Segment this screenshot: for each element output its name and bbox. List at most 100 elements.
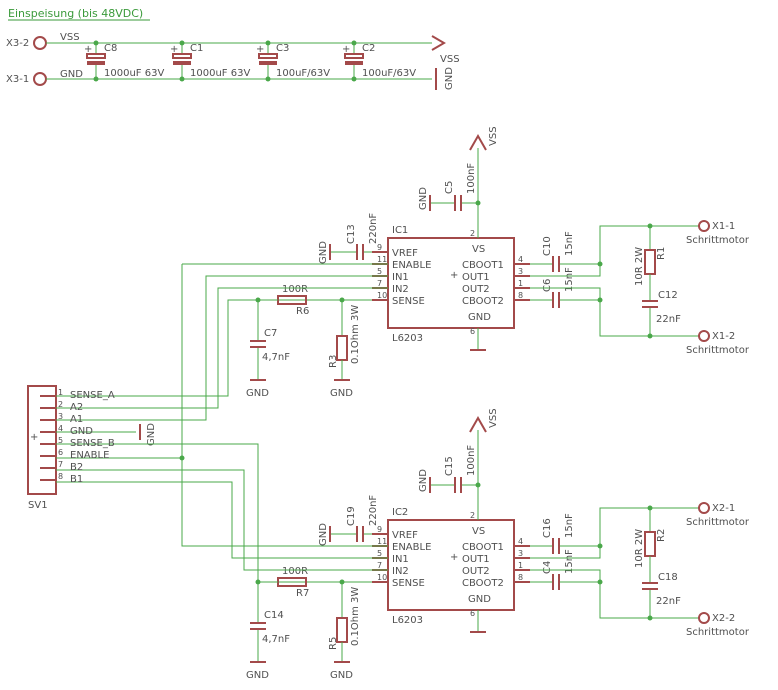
c-sense-value: 4,7nF: [262, 352, 290, 363]
header-pin-label: A2: [70, 402, 83, 413]
svg-text:C2: C2: [362, 43, 375, 54]
vss-arrow-icon: [469, 133, 487, 151]
x-bot-label: X2-2: [712, 613, 735, 624]
r-sense-value: 0.1Ohm 3W: [350, 587, 361, 646]
c-b2-name: C4: [542, 561, 553, 574]
x-top-label: X1-1: [712, 221, 735, 232]
header-pin-num: 4: [58, 424, 63, 433]
cap-c2: + C2 100uF/63V: [342, 43, 416, 79]
ic-rpin-4-label: CBOOT2: [462, 578, 504, 589]
ic-pin-2-num: 11: [377, 537, 387, 546]
header-sv1: SV1 +: [27, 385, 57, 511]
ic-body: [387, 237, 515, 329]
header-gnd-label: GND: [146, 423, 157, 446]
ic-pin-1-num: 9: [377, 243, 382, 252]
c-sup-value: 100nF: [466, 163, 477, 194]
ic-pin-3-label: IN1: [392, 272, 409, 283]
svg-text:C3: C3: [276, 43, 289, 54]
header-pin-num: 3: [58, 412, 63, 421]
header-pin-label: GND: [70, 426, 93, 437]
ic-type: L6203: [392, 615, 423, 626]
ic-rpin-1-label: CBOOT1: [462, 542, 504, 553]
r-in-name: R6: [296, 306, 309, 317]
ic-pin-5-label: SENSE: [392, 578, 425, 589]
ic-rpin-2-num: 3: [518, 549, 523, 558]
c-out-value: 22nF: [656, 314, 681, 325]
connector-top: [698, 502, 710, 514]
ic-gnd-label: GND: [468, 594, 491, 605]
ic-pin-3-num: 5: [377, 549, 382, 558]
gnd-net-label: GND: [60, 69, 83, 80]
gnd-label: GND: [418, 469, 429, 492]
header-pin-num: 1: [58, 388, 63, 397]
cap-c3: + C3 100uF/63V: [256, 43, 330, 79]
r-sense-name: R3: [328, 355, 339, 368]
r-sense-name: R5: [328, 637, 339, 650]
c-sup-value: 100nF: [466, 445, 477, 476]
ic-pin-4-num: 7: [377, 279, 382, 288]
header-pin-label: A1: [70, 414, 83, 425]
ic-rpin-2-num: 3: [518, 267, 523, 276]
vs-num: 2: [470, 229, 475, 238]
vss-label: VSS: [488, 408, 499, 428]
c-sup-name: C15: [444, 456, 455, 476]
ic-rpin-1-label: CBOOT1: [462, 260, 504, 271]
vss-label: VSS: [488, 126, 499, 146]
c-sense-name: C14: [264, 610, 284, 621]
resistor-icon: [644, 249, 656, 275]
header-pin-num: 8: [58, 472, 63, 481]
header-pin-label: ENABLE: [70, 450, 109, 461]
vss-net-label: VSS: [60, 32, 80, 43]
ic-rpin-1-num: 4: [518, 537, 523, 546]
driver-block-2: IC2L6203+VREF9ENABLE11IN15IN27SENSE10CBO…: [246, 408, 750, 681]
header-pin-num: 5: [58, 436, 63, 445]
header-pin-label: B2: [70, 462, 83, 473]
connector-x3-2: [33, 36, 47, 50]
ic-rpin-4-num: 8: [518, 291, 523, 300]
svg-text:100uF/63V: 100uF/63V: [362, 68, 416, 79]
c-sense-value: 4,7nF: [262, 634, 290, 645]
gnd-label: GND: [318, 523, 329, 546]
header-pin-label: SENSE_B: [70, 438, 115, 449]
vs-label: VS: [472, 244, 485, 255]
gnd-label: GND: [418, 187, 429, 210]
r-in-name: R7: [296, 588, 309, 599]
vs-num: 2: [470, 511, 475, 520]
c-out-value: 22nF: [656, 596, 681, 607]
svg-text:1000uF 63V: 1000uF 63V: [104, 68, 164, 79]
conn-x3-2-label: X3-2: [6, 38, 29, 49]
c-ref-value: 220nF: [368, 213, 379, 244]
svg-text:C1: C1: [190, 43, 203, 54]
ic-rpin-3-label: OUT2: [462, 566, 490, 577]
ic-pin-2-label: ENABLE: [392, 542, 431, 553]
gnd-label: GND: [330, 670, 353, 681]
c-b1-value: 15nF: [564, 513, 575, 538]
ic-rpin-1-num: 4: [518, 255, 523, 264]
connector-top: [698, 220, 710, 232]
driver-block-1: IC1L6203+VREF9ENABLE11IN15IN27SENSE10CBO…: [246, 126, 750, 399]
ic-pin-5-label: SENSE: [392, 296, 425, 307]
x-top-label: X2-1: [712, 503, 735, 514]
c-out-name: C18: [658, 572, 678, 583]
ic-pin-4-label: IN2: [392, 566, 409, 577]
motor-label-top: Schrittmotor: [686, 517, 750, 528]
c-b1-name: C16: [542, 518, 553, 538]
motor-label-top: Schrittmotor: [686, 235, 750, 246]
c-b1-value: 15nF: [564, 231, 575, 256]
header-wiring: GND: [56, 263, 388, 583]
ic-body: [387, 519, 515, 611]
header-pin-label: SENSE_A: [70, 390, 115, 401]
ic-pin-1-num: 9: [377, 525, 382, 534]
svg-text:+: +: [84, 44, 92, 55]
ic-pin-5-num: 10: [377, 291, 387, 300]
ic-pin-1-label: VREF: [392, 530, 418, 541]
diagram-title: Einspeisung (bis 48VDC): [8, 7, 143, 20]
r-in-value: 100R: [282, 284, 308, 295]
connector-bot: [698, 330, 710, 342]
c-out-name: C12: [658, 290, 678, 301]
svg-text:1000uF 63V: 1000uF 63V: [190, 68, 250, 79]
gnd-supply-label: GND: [444, 67, 455, 90]
c-b1-name: C10: [542, 236, 553, 256]
c-b2-value: 15nF: [564, 267, 575, 292]
